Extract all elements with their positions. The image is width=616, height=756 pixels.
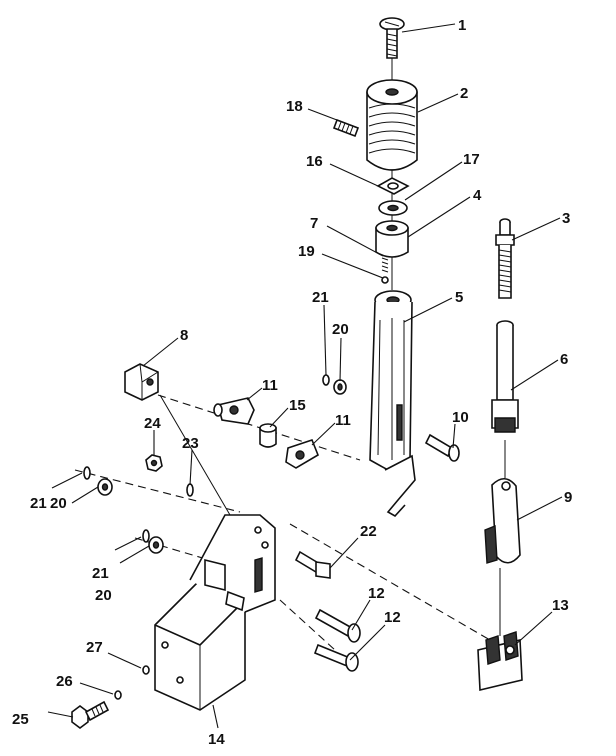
part-21-clip-upper [322,374,330,386]
callout-11-upper: 11 [262,377,278,394]
part-21-clip-left [83,466,91,480]
callout-12-lower: 12 [384,609,401,626]
callout-14: 14 [208,731,225,748]
part-17-washer [378,200,408,216]
callout-17: 17 [463,151,480,168]
callout-10: 10 [452,409,469,426]
part-15-bushing [259,423,277,448]
part-19-ball-spring [381,257,389,284]
part-12-pin-lower [313,643,359,672]
part-20-washer-left [97,478,113,496]
callout-20-upper: 20 [332,321,349,338]
callout-22: 22 [360,523,377,540]
callout-7: 7 [310,215,318,232]
part-8-pivot-block [124,363,159,401]
callout-20-left: 20 [50,495,67,512]
callout-20-lower: 20 [95,587,112,604]
part-20-washer-upper [333,379,347,395]
callout-26: 26 [56,673,73,690]
callout-9: 9 [564,489,572,506]
callout-27: 27 [86,639,103,656]
callout-21-lower: 21 [92,565,109,582]
callout-5: 5 [455,289,463,306]
part-14-bracket [154,514,276,711]
part-27-washer [142,665,150,675]
callout-13: 13 [552,597,569,614]
part-5-lever [369,290,416,518]
callout-12-upper: 12 [368,585,385,602]
part-11-link-lower [285,439,319,469]
part-25-bolt [71,700,110,729]
callout-21-upper: 21 [312,289,329,306]
part-20-washer-lower [148,536,164,554]
assembly-guide-lines [74,55,506,651]
callout-6: 6 [560,351,568,368]
part-3-stud [495,218,515,299]
callout-8: 8 [180,327,188,344]
callout-24: 24 [144,415,161,432]
part-6-clevis-rod [491,320,519,433]
callout-23: 23 [182,435,199,452]
callout-18: 18 [286,98,303,115]
part-23-clip [186,483,194,497]
part-2-knob [366,79,418,171]
part-21-clip-lower [142,529,150,543]
part-24-nut [145,454,163,472]
leader-lines [47,23,563,729]
part-13-clevis-bracket [477,631,523,692]
part-18-set-screw [332,118,360,138]
callout-16: 16 [306,153,323,170]
callout-2: 2 [460,85,468,102]
callout-11-lower: 11 [335,412,351,429]
part-1-screw [379,17,405,59]
part-26-washer [114,690,122,700]
part-4-bushing [375,220,409,258]
callout-21-left: 21 [30,495,47,512]
callout-3: 3 [562,210,570,227]
callout-labels: 1 2 3 4 5 6 7 8 9 10 11 11 12 12 13 14 1… [12,17,572,748]
part-12-pin-upper [314,608,361,643]
part-11-link-upper [213,397,255,425]
part-10-pin [424,433,460,462]
callout-25: 25 [12,711,29,728]
part-16-square-nut [376,177,410,195]
callout-4: 4 [473,187,482,204]
callout-19: 19 [298,243,315,260]
part-9-link [484,477,521,564]
part-22-bolt [294,550,331,579]
callout-15: 15 [289,397,306,414]
callout-1: 1 [458,17,466,34]
